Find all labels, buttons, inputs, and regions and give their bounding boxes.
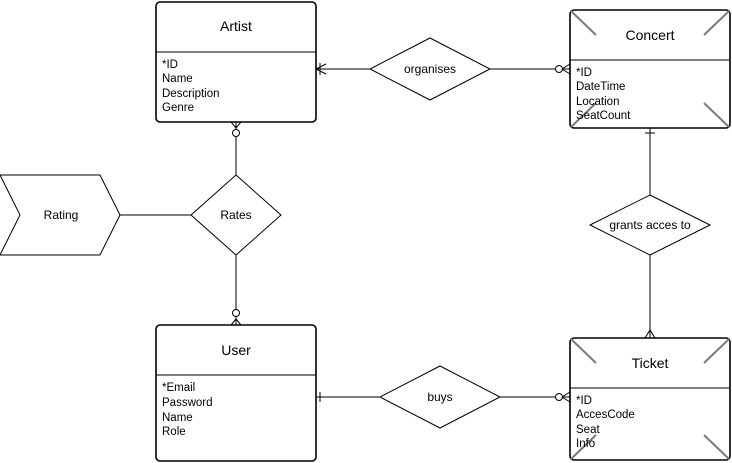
cardinality-user-rates <box>230 309 242 326</box>
entity-concert-attr: DateTime <box>576 81 625 93</box>
entity-user-attr: Role <box>162 426 186 438</box>
relationship-buys[interactable]: buys <box>378 365 502 429</box>
relationship-organises-label: organises <box>404 62 456 76</box>
entity-artist-attr: Name <box>162 73 193 85</box>
relationship-rates-label: Rates <box>220 208 251 222</box>
entity-user-title: User <box>221 342 251 358</box>
entity-ticket-attr: Seat <box>576 424 600 436</box>
cardinality-artist-rates <box>230 121 242 137</box>
entity-artist-attr: Description <box>162 88 220 100</box>
entity-ticket[interactable]: Ticket *ID AccesCode Seat Info <box>569 337 731 461</box>
relationship-rates[interactable]: Rates <box>190 174 282 256</box>
entity-artist[interactable]: Artist *ID Name Description Genre <box>155 1 317 123</box>
weak-entity-corner-marks <box>570 338 730 460</box>
entity-user-attr: Password <box>162 397 213 409</box>
relationship-buys-label: buys <box>427 390 452 404</box>
relationship-organises[interactable]: organises <box>368 37 492 101</box>
entity-user-attr: Name <box>162 412 193 424</box>
relationship-grants-label: grants acces to <box>609 218 691 232</box>
entity-concert-title: Concert <box>625 27 674 43</box>
entity-user-attr: *Email <box>162 382 195 394</box>
entity-user[interactable]: User *Email Password Name Role <box>155 324 317 462</box>
entity-artist-title: Artist <box>220 18 252 34</box>
entity-concert-attr: SeatCount <box>576 110 631 122</box>
cardinality-ticket-grants <box>644 329 656 339</box>
entity-artist-attr: *ID <box>162 59 178 71</box>
entity-ticket-attr: Info <box>576 438 595 450</box>
rating-label: Rating <box>44 208 79 222</box>
cardinality-concert-organises <box>555 63 571 75</box>
relationship-grants-access[interactable]: grants acces to <box>588 194 712 256</box>
entity-ticket-attr: *ID <box>576 395 592 407</box>
cardinality-ticket-buys <box>555 391 571 403</box>
weak-entity-corner-marks <box>570 10 730 128</box>
entity-concert-attr: Location <box>576 96 619 108</box>
entity-concert-attr: *ID <box>576 67 592 79</box>
cardinality-artist-organises <box>315 63 327 75</box>
entity-ticket-title: Ticket <box>632 355 669 371</box>
rating-attribute[interactable]: Rating <box>0 174 121 256</box>
entity-artist-attr: Genre <box>162 102 194 114</box>
entity-ticket-attr: AccesCode <box>576 409 635 421</box>
entity-concert[interactable]: Concert *ID DateTime Location SeatCount <box>569 9 731 129</box>
